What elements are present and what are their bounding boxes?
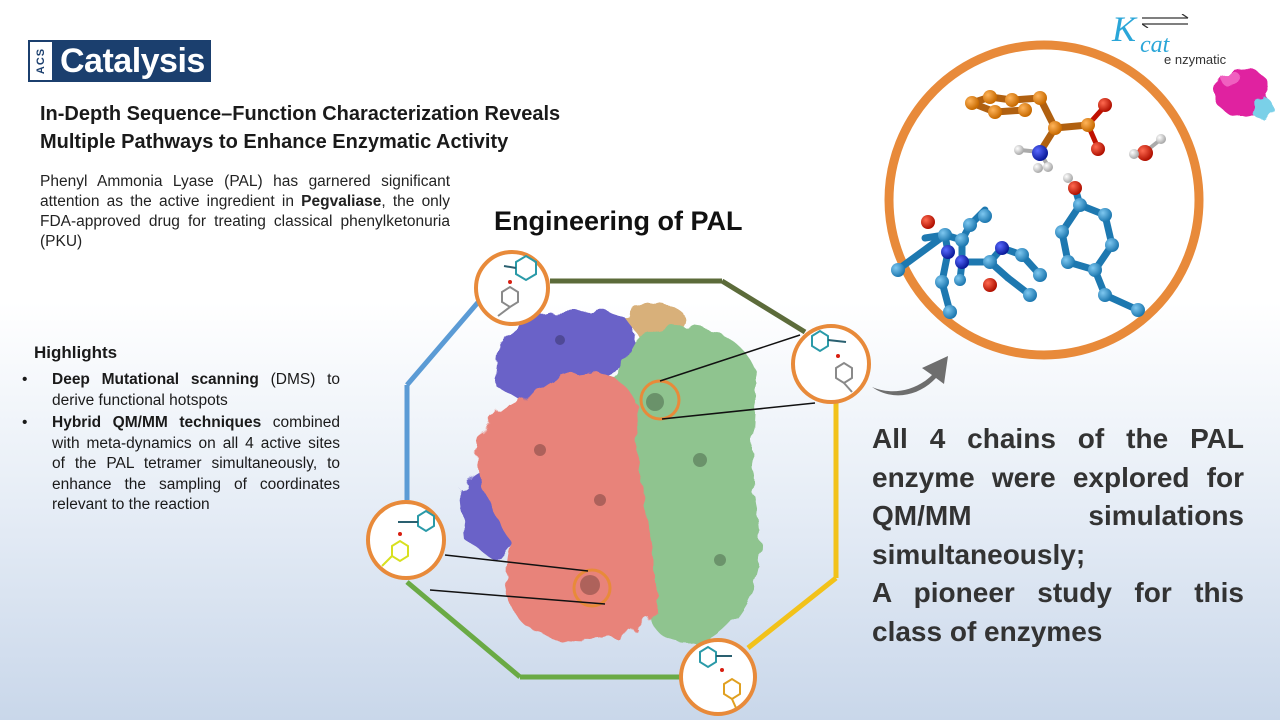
highlight-item: • Deep Mutational scanning (DMS) to deriv… — [22, 370, 340, 411]
zoomed-active-site — [884, 40, 1204, 360]
octagon-frame — [404, 278, 839, 680]
highlight-bold: Deep Mutational scanning — [52, 371, 259, 388]
chain-salmon — [477, 371, 655, 641]
conclusion-line-2: A pioneer study for this class of enzyme… — [872, 577, 1244, 647]
kcat-k: K — [1112, 9, 1137, 49]
mio-atoms — [891, 209, 1047, 319]
site-thumbnail-bottom — [679, 638, 757, 716]
substrate-atoms — [965, 90, 1166, 173]
highlight-text: combined with meta-dynamics on all 4 act… — [52, 414, 341, 513]
highlight-bold: Hybrid QM/MM techniques — [52, 414, 262, 431]
site-thumbnail-left — [366, 500, 446, 580]
title-line-1: In-Depth Sequence–Function Characterizat… — [40, 103, 561, 125]
highlights-list: • Deep Mutational scanning (DMS) to deriv… — [22, 370, 340, 518]
intro-text-1: Phenyl Ammonia Lyase (PAL) has garnered … — [40, 173, 450, 210]
active-site-marker — [572, 568, 612, 608]
tyrosine-atoms — [1055, 173, 1145, 317]
title-line-2: Multiple Pathways to Enhance Enzymatic A… — [40, 131, 509, 153]
conclusion-text: All 4 chains of the PAL enzyme were expl… — [872, 420, 1244, 651]
kcat-subscript: cat — [1140, 32, 1170, 58]
pal-tetramer-surface — [460, 304, 762, 644]
bullet: • — [22, 414, 28, 431]
intro-text-2: , the only FDA-approved drug for treatin… — [40, 193, 450, 250]
conclusion-line-1: All 4 chains of the PAL enzyme were expl… — [872, 423, 1244, 570]
highlight-item: • Hybrid QM/MM techniques combined with m… — [22, 413, 340, 516]
equilibrium-arrows-icon — [1142, 14, 1189, 28]
acs-badge: ACS — [28, 40, 54, 82]
journal-logo: ACS Catalysis — [28, 40, 211, 82]
kcat-logo: K cat e nzymatic — [1112, 8, 1262, 68]
surface-shading — [534, 335, 726, 595]
highlights-title: Highlights — [34, 343, 118, 362]
kcat-enzymatic: e nzymatic — [1164, 52, 1227, 67]
site-thumbnail-top — [474, 250, 550, 326]
journal-name: Catalysis — [54, 40, 211, 82]
intro-bold-drug: Pegvaliase — [301, 193, 382, 210]
enzyme-thumbnail — [1214, 67, 1274, 118]
highlight-text: (DMS) to derive functional hotspots — [52, 371, 340, 409]
leader-lines — [429, 334, 816, 605]
site-thumbnail-right — [791, 324, 871, 404]
bullet: • — [22, 371, 28, 388]
engineering-title: Engineering of PAL — [494, 206, 743, 236]
intro-paragraph: Phenyl Ammonia Lyase (PAL) has garnered … — [40, 172, 450, 252]
zoom-arrow-icon — [872, 356, 948, 396]
paper-title: In-Depth Sequence–Function Characterizat… — [40, 100, 660, 156]
